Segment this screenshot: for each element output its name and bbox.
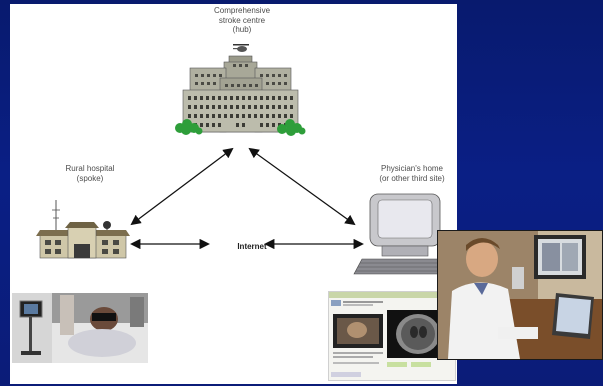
physician-home-label: Physician's home (or other third site) xyxy=(379,164,445,183)
telestroke-software-screenshot xyxy=(328,291,456,381)
internet-label: Internet xyxy=(237,242,267,251)
helicopter-icon xyxy=(233,44,249,52)
bush-left-icon xyxy=(175,119,203,135)
computer-icon xyxy=(353,193,457,275)
rural-hospital-icon xyxy=(36,200,130,259)
hub-building-icon xyxy=(175,44,306,136)
arrow-hub-to-home xyxy=(248,147,356,226)
physician-at-computer-photo xyxy=(437,230,603,360)
rural-hospital-label: Rural hospital (spoke) xyxy=(65,164,115,183)
hub-label: Comprehensive stroke centre (hub) xyxy=(213,6,271,34)
arrow-rural-to-hub xyxy=(130,147,234,226)
telestroke-network-diagram xyxy=(36,44,457,275)
bedside-telemedicine-photo xyxy=(12,293,148,363)
bush-right-icon xyxy=(277,119,306,136)
